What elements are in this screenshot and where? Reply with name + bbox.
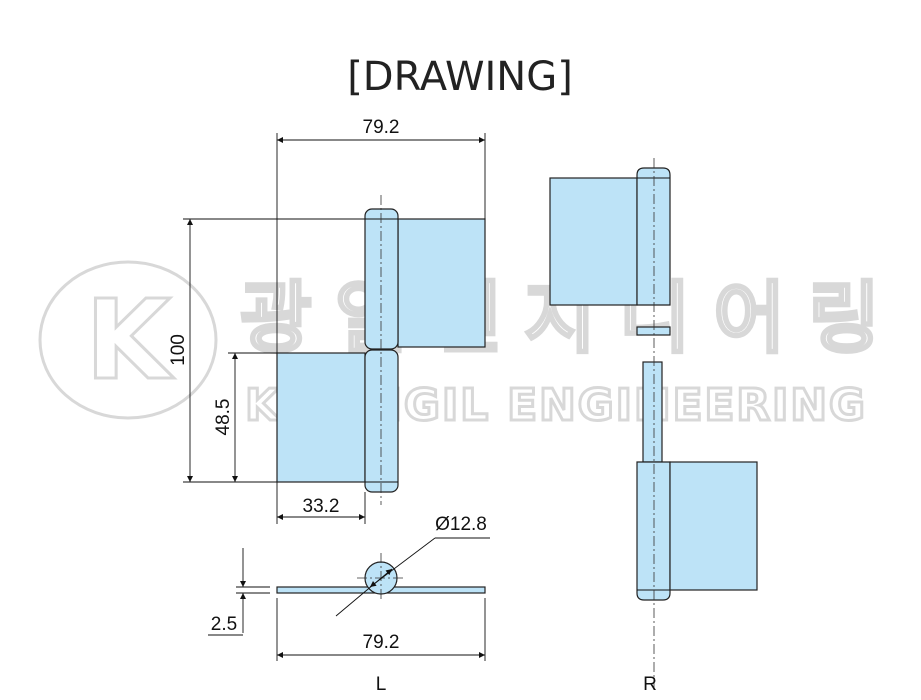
upper-leaf	[397, 218, 486, 348]
dim-thickness: 2.5	[208, 548, 270, 636]
svg-text:33.2: 33.2	[303, 496, 340, 517]
svg-text:79.2: 79.2	[363, 117, 400, 138]
lower-leaf	[276, 352, 366, 483]
r-upper-leaf	[549, 177, 638, 306]
dim-top-width: 79.2	[276, 117, 486, 353]
r-upper-knuckle	[636, 167, 671, 306]
svg-text:79.2: 79.2	[363, 632, 400, 653]
page-title: [DRAWING]	[347, 54, 573, 100]
r-lower-knuckle	[636, 461, 671, 601]
dim-leaf-width: 33.2	[276, 482, 366, 524]
dim-pin-diameter: Ø12.8	[435, 514, 487, 535]
left-view-front	[276, 195, 486, 505]
r-pin	[642, 361, 663, 463]
r-lower-leaf	[669, 461, 758, 591]
label-left: L	[376, 674, 387, 695]
left-view-top: Ø12.8	[276, 514, 490, 617]
svg-text:2.5: 2.5	[211, 614, 237, 635]
watermark-logo-circle	[38, 260, 218, 420]
r-washer	[636, 326, 671, 336]
dim-bottom-width: 79.2	[276, 598, 486, 661]
label-right: R	[643, 674, 657, 695]
svg-text:48.5: 48.5	[213, 399, 234, 436]
svg-text:100: 100	[168, 334, 189, 366]
watermark-logo-letter: K	[85, 276, 174, 404]
dim-total-height: 100	[168, 218, 365, 483]
lower-knuckle	[364, 349, 399, 493]
dim-lower-height: 48.5	[213, 352, 277, 482]
upper-knuckle	[364, 208, 399, 350]
right-view	[549, 158, 758, 690]
